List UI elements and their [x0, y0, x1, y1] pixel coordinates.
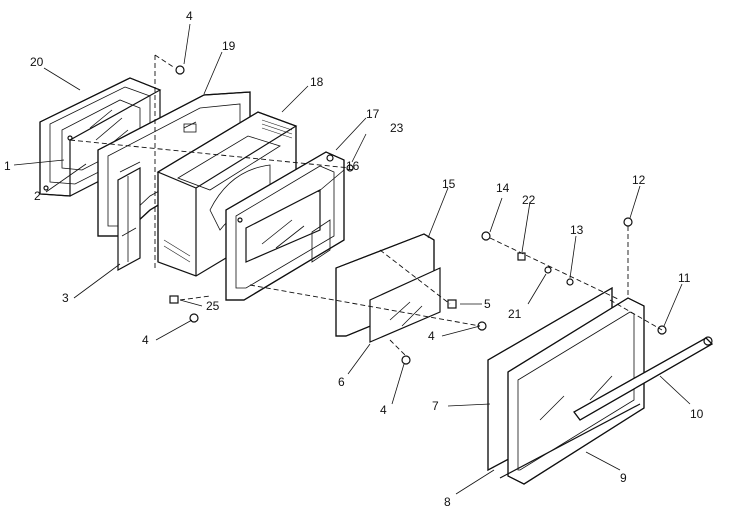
callout-23: 23	[390, 121, 404, 135]
callout-17: 17	[366, 107, 380, 121]
part-glass-retainer	[335, 233, 441, 343]
callout-7: 7	[432, 399, 439, 413]
callout-9: 9	[620, 471, 627, 485]
leader-lines	[13, 23, 691, 495]
callout-19: 19	[222, 39, 236, 53]
assembly-lines	[69, 54, 663, 357]
callout-25: 25	[206, 299, 220, 313]
part-handle	[573, 336, 713, 421]
callout-2: 2	[34, 189, 41, 203]
callout-3: 3	[62, 291, 69, 305]
callout-4: 4	[142, 333, 149, 347]
callout-8: 8	[444, 495, 451, 509]
callout-21: 21	[508, 307, 522, 321]
callout-labels: 20 4 19 18 17 23 16 1 2 3 25 4 15 14 22 …	[4, 9, 704, 509]
callout-15: 15	[442, 177, 456, 191]
callout-16: 16	[346, 159, 360, 173]
callout-4: 4	[186, 9, 193, 23]
callout-10: 10	[690, 407, 704, 421]
callout-13: 13	[570, 223, 584, 237]
callout-12: 12	[632, 173, 646, 187]
callout-22: 22	[522, 193, 536, 207]
callout-6: 6	[338, 375, 345, 389]
callout-4: 4	[428, 329, 435, 343]
callout-18: 18	[310, 75, 324, 89]
callout-11: 11	[678, 271, 691, 285]
part-outer-door	[487, 286, 645, 485]
part-side-trim	[117, 166, 141, 272]
callout-5: 5	[484, 297, 491, 311]
callout-20: 20	[30, 55, 44, 69]
part-inner-panel	[225, 151, 345, 301]
callout-1: 1	[4, 159, 11, 173]
callout-4: 4	[380, 403, 387, 417]
callout-14: 14	[496, 181, 510, 195]
